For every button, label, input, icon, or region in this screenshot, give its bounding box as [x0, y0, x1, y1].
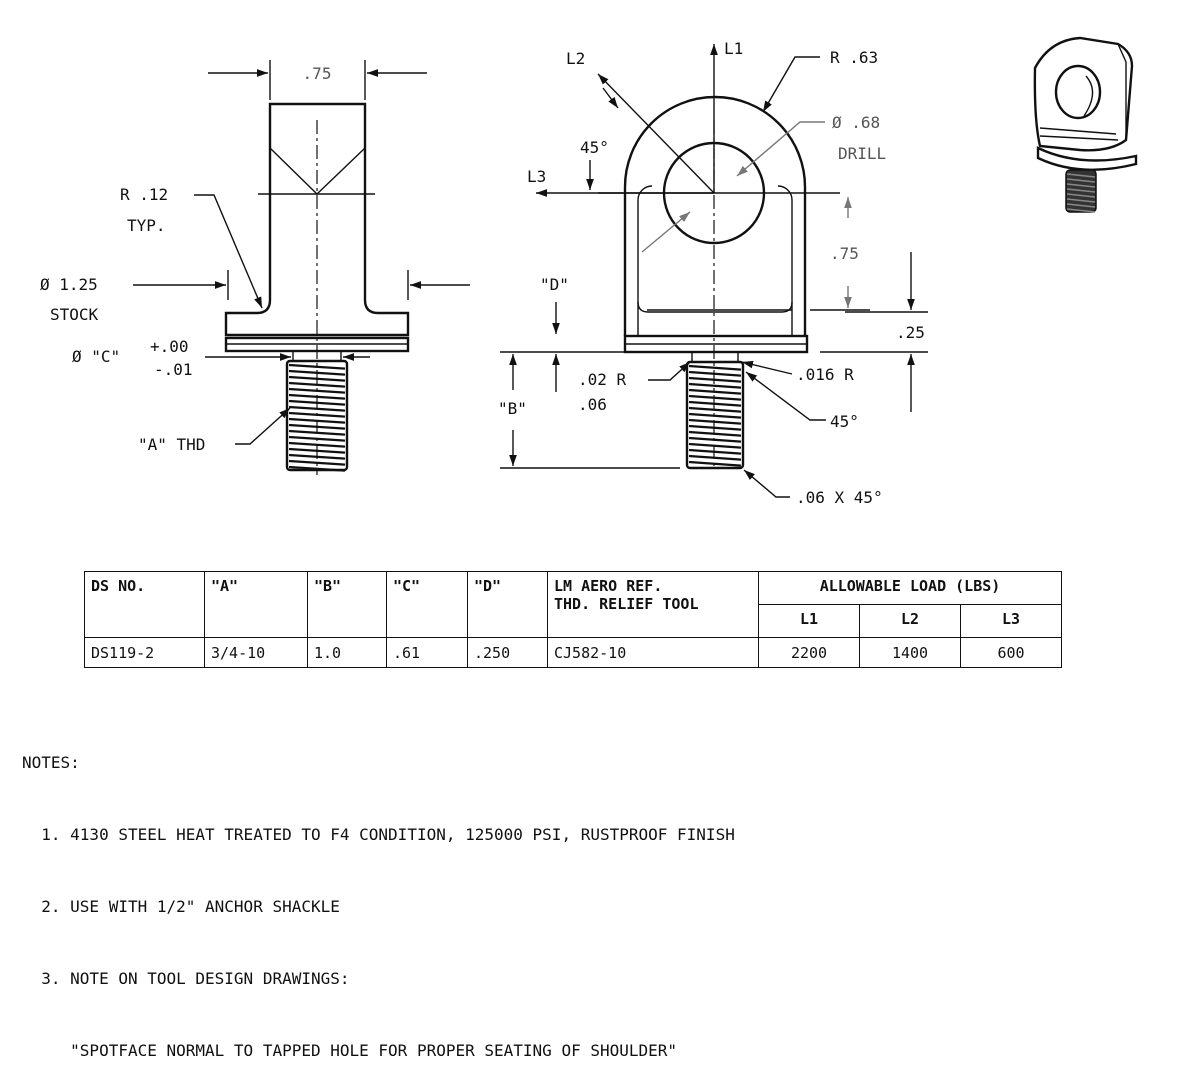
side-width-dim: .75: [303, 64, 332, 83]
tol-minus: -.01: [154, 360, 193, 379]
thread-line: [288, 465, 346, 472]
b-label: "B": [498, 399, 527, 418]
thread-line: [688, 406, 742, 413]
thread-line: [688, 388, 742, 395]
cell-a: 3/4-10: [204, 637, 308, 668]
thread-line: [688, 442, 742, 449]
isometric-view: [1033, 36, 1138, 213]
cell-b: 1.0: [307, 637, 387, 668]
thread-line: [688, 454, 742, 461]
hdr-d: "D": [467, 571, 548, 638]
note-3-quote: "SPOTFACE NORMAL TO TAPPED HOLE FOR PROP…: [22, 1041, 678, 1060]
thread-line: [1066, 183, 1096, 188]
cell-d: .250: [467, 637, 548, 668]
tol-plus: +.00: [150, 337, 189, 356]
hdr-a: "A": [204, 571, 308, 638]
thick-25-dim: .25: [896, 323, 925, 342]
thread-line: [688, 460, 742, 467]
thread-line: [688, 376, 742, 383]
thread-line: [1066, 173, 1096, 178]
height-75-dim: .75: [830, 244, 859, 263]
hdr-b: "B": [307, 571, 387, 638]
note-2: 2. USE WITH 1/2" ANCHOR SHACKLE: [22, 897, 340, 916]
cell-l2: 1400: [859, 637, 961, 668]
thread-line: [288, 441, 346, 448]
cell-c: .61: [386, 637, 468, 668]
table-row: DS119-2 3/4-10 1.0 .61 .250 CJ582-10 220…: [84, 637, 1062, 668]
angle-45-label: 45°: [580, 138, 609, 157]
thread-line: [1066, 208, 1096, 213]
thread-line: [1066, 198, 1096, 203]
dia-c-label: Ø "C": [72, 347, 120, 366]
radius-63-label: R .63: [830, 48, 878, 67]
chamfer-45-label: 45°: [830, 412, 859, 431]
relief-r-label: .02 R: [578, 370, 627, 389]
front-view: L1 L2 L3 45° R .63 Ø .68 DRILL .75 .25 "…: [498, 39, 928, 507]
thread-line: [1066, 203, 1096, 208]
stock-dim: Ø 1.25: [40, 275, 98, 294]
engineering-drawing: .75 R .12 TYP. Ø 1.25 STOCK Ø "C" +.00 -…: [40, 36, 1138, 507]
d-label: "D": [540, 275, 569, 294]
stock-note: STOCK: [50, 305, 99, 324]
spec-table: DS NO. "A" "B" "C" "D" LM AERO REF. THD.…: [84, 571, 1062, 668]
thread-line: [688, 436, 742, 443]
load-l2-label: L2: [566, 49, 585, 68]
load-l3-label: L3: [527, 167, 546, 186]
end-chamfer-label: .06 X 45°: [796, 488, 883, 507]
note-3: 3. NOTE ON TOOL DESIGN DRAWINGS:: [22, 969, 350, 988]
thread-line: [288, 381, 346, 388]
cell-l3: 600: [960, 637, 1062, 668]
thread-line: [688, 394, 742, 401]
relief-06-label: .06: [578, 395, 607, 414]
hdr-c: "C": [386, 571, 468, 638]
hdr-l3: L3: [960, 604, 1062, 638]
hdr-l2: L2: [859, 604, 961, 638]
notes-block: NOTES: 1. 4130 STEEL HEAT TREATED TO F4 …: [22, 703, 735, 1087]
cell-ref: CJ582-10: [547, 637, 759, 668]
thread-line: [1066, 193, 1096, 198]
hdr-ref-line2: THD. RELIEF TOOL: [554, 595, 699, 613]
thread-line: [688, 382, 742, 389]
hdr-l1: L1: [758, 604, 860, 638]
thread-line: [688, 418, 742, 425]
fillet-r-label: .016 R: [796, 365, 854, 384]
drill-dia-label: Ø .68: [832, 113, 880, 132]
thread-line: [1066, 178, 1096, 183]
hdr-allowable-load: ALLOWABLE LOAD (LBS): [758, 571, 1062, 605]
notes-title: NOTES:: [22, 753, 80, 772]
thread-line: [688, 448, 742, 455]
thread-line: [688, 430, 742, 437]
thread-line: [688, 400, 742, 407]
thread-label: "A" THD: [138, 435, 205, 454]
thread-line: [688, 424, 742, 431]
side-view: .75 R .12 TYP. Ø 1.25 STOCK Ø "C" +.00 -…: [40, 60, 470, 475]
side-radius-label: R .12: [120, 185, 168, 204]
thread-line: [1066, 188, 1096, 193]
drill-note: DRILL: [838, 144, 886, 163]
thread-line: [288, 363, 346, 370]
cell-ds-no: DS119-2: [84, 637, 205, 668]
thread-line: [688, 364, 742, 371]
thread-line: [688, 370, 742, 377]
load-l1-label: L1: [724, 39, 743, 58]
thread-line: [288, 459, 346, 466]
thread-line: [688, 412, 742, 419]
hdr-ds-no: DS NO.: [84, 571, 205, 638]
hdr-ref-line1: LM AERO REF.: [554, 577, 663, 595]
note-1: 1. 4130 STEEL HEAT TREATED TO F4 CONDITI…: [22, 825, 735, 844]
side-radius-note: TYP.: [127, 216, 166, 235]
cell-l1: 2200: [758, 637, 860, 668]
hdr-ref: LM AERO REF. THD. RELIEF TOOL: [547, 571, 759, 638]
